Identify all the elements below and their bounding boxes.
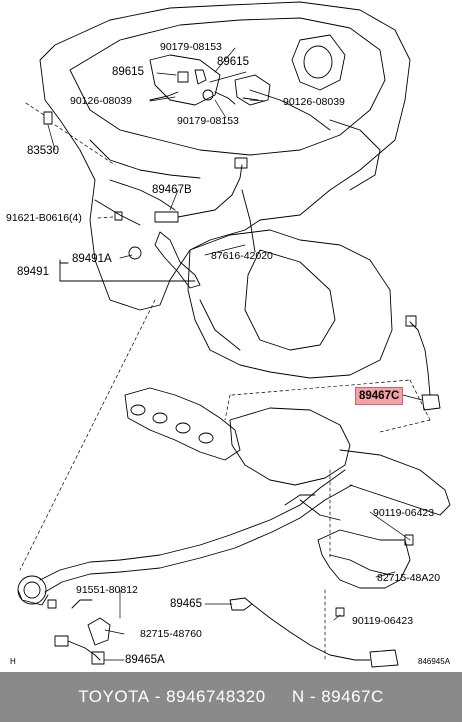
label-82715-48760: 82715-48760 — [140, 628, 202, 640]
label-89467b: 89467B — [152, 184, 192, 196]
label-82715-48a20: 82715-48A20 — [377, 572, 441, 584]
label-90126-08039-right: 90126-08039 — [283, 96, 345, 108]
label-87616-42020: 87616-42020 — [211, 250, 273, 262]
footer-n-label: N — [291, 687, 305, 706]
footer-bar: TOYOTA - 8946748320 N - 89467C — [0, 672, 462, 722]
label-89615-left: 89615 — [112, 66, 144, 78]
footer-spacer — [266, 687, 292, 707]
engine-block-outline — [39, 1, 411, 311]
label-90119-06423-bottom: 90119-06423 — [352, 615, 414, 627]
parts-diagram — [17, 1, 451, 668]
label-83530: 83530 — [27, 145, 59, 157]
footer-part-number: 8946748320 — [166, 687, 266, 706]
label-89467c-highlighted: 89467C — [355, 387, 404, 405]
diagram-code: 846945A — [418, 657, 451, 666]
label-91621-b0616: 91621-B0616(4) — [6, 212, 82, 224]
label-90126-08039-left: 90126-08039 — [70, 95, 132, 107]
exhaust-manifold — [124, 387, 241, 461]
label-90179-08153-bottom: 90179-08153 — [177, 115, 239, 127]
footer-separator-1: - — [149, 687, 167, 706]
transmission-outline — [187, 229, 393, 379]
sensor-89467c-wire — [409, 321, 431, 396]
label-91551-80812: 91551-80812 — [76, 584, 138, 596]
label-89465: 89465 — [170, 598, 202, 610]
exhaust-pipe — [229, 407, 351, 486]
label-89491a: 89491A — [72, 253, 112, 265]
footer-brand: TOYOTA — [78, 687, 150, 706]
label-89615-right: 89615 — [217, 56, 249, 68]
label-90179-08153-top: 90179-08153 — [160, 41, 222, 53]
footer-separator-2: - — [304, 687, 322, 706]
footer-n-value: 89467C — [321, 687, 384, 706]
label-h: H — [10, 657, 16, 666]
label-90119-06423-top: 90119-06423 — [373, 507, 435, 519]
label-89465a: 89465A — [125, 654, 165, 666]
label-89491: 89491 — [17, 266, 49, 278]
